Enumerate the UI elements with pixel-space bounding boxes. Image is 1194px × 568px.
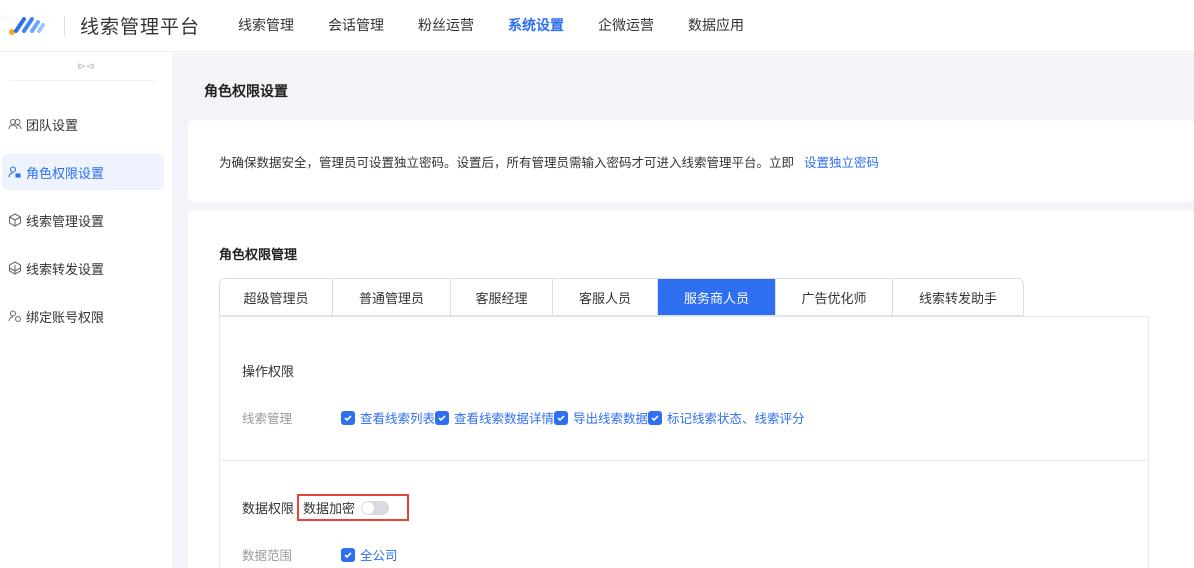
data-permission-label: 数据权限 (242, 502, 295, 517)
sidebar-item-bind-account-permission[interactable]: 绑定账号权限 (2, 298, 164, 334)
section-title: 角色权限管理 (219, 248, 298, 263)
collapse-sidebar-button[interactable]: ⧐⧏ (0, 53, 172, 81)
role-permission-icon (8, 165, 22, 179)
top-header: 线索管理平台 线索管理 会话管理 粉丝运营 系统设置 企微运营 数据应用 (0, 0, 1194, 52)
tab-cs-staff[interactable]: 客服人员 (553, 279, 658, 315)
checkbox-checked-icon (341, 410, 355, 425)
checkbox-checked-icon (648, 410, 663, 425)
forward-cube-icon (8, 261, 22, 275)
password-notice-card: 为确保数据安全，管理员可设置独立密码。设置后，所有管理员需输入密码才可进入线索管… (188, 120, 1194, 202)
data-permission-row: 数据权限 数据加密 (242, 494, 410, 521)
permission-panel: 操作权限 线索管理 查看线索列表 查看线索数据详情 导出线索数据 (219, 316, 1149, 568)
logo-icon (9, 17, 45, 35)
sidebar-item-label: 团队设置 (26, 118, 79, 134)
sidebar-item-clue-management-settings[interactable]: 线索管理设置 (2, 202, 164, 238)
tab-super-admin[interactable]: 超级管理员 (220, 279, 333, 315)
operation-permission-section: 操作权限 线索管理 查看线索列表 查看线索数据详情 导出线索数据 (220, 317, 1148, 461)
nav-system-settings[interactable]: 系统设置 (508, 18, 564, 34)
check-view-clue-detail[interactable]: 查看线索数据详情 (435, 408, 554, 427)
data-encrypt-toggle[interactable] (361, 500, 390, 515)
sidebar-item-label: 角色权限设置 (26, 166, 105, 182)
bind-account-icon (8, 309, 22, 323)
checkbox-checked-icon (341, 547, 355, 562)
check-mark-clue-status[interactable]: 标记线索状态、线索评分 (648, 408, 805, 427)
clue-management-row-label: 线索管理 (242, 411, 293, 426)
data-scope-checks: 全公司 (341, 545, 398, 564)
check-export-clue-data[interactable]: 导出线索数据 (554, 408, 648, 427)
nav-clue-management[interactable]: 线索管理 (238, 18, 294, 34)
nav-fan-operation[interactable]: 粉丝运营 (418, 18, 474, 34)
tab-service-provider[interactable]: 服务商人员 (658, 279, 776, 315)
toggle-knob (362, 501, 375, 514)
data-scope-label: 数据范围 (242, 548, 293, 563)
sidebar-divider (10, 80, 155, 81)
operation-permission-label: 操作权限 (242, 365, 295, 380)
checkbox-checked-icon (435, 410, 450, 425)
tab-clue-forward-assistant[interactable]: 线索转发助手 (918, 291, 997, 307)
logo-divider (64, 16, 65, 36)
page-title: 角色权限设置 (204, 84, 288, 100)
check-whole-company[interactable]: 全公司 (341, 545, 398, 564)
sidebar-item-role-permission[interactable]: 角色权限设置 (2, 154, 164, 190)
data-encrypt-label: 数据加密 (303, 502, 356, 517)
main-content: 角色权限设置 为确保数据安全，管理员可设置独立密码。设置后，所有管理员需输入密码… (172, 53, 1194, 568)
checkbox-checked-icon (554, 410, 569, 425)
check-view-clue-list[interactable]: 查看线索列表 (341, 408, 435, 427)
nav-data-application[interactable]: 数据应用 (688, 18, 744, 34)
sidebar-item-team-settings[interactable]: 团队设置 (2, 106, 164, 142)
nav-session-management[interactable]: 会话管理 (328, 18, 384, 34)
notice-text: 为确保数据安全，管理员可设置独立密码。设置后，所有管理员需输入密码才可进入线索管… (219, 152, 879, 171)
role-tabs: 超级管理员 普通管理员 客服经理 客服人员 服务商人员 广告优化师 线索转发助手 (219, 278, 1024, 316)
set-password-link[interactable]: 设置独立密码 (804, 155, 880, 170)
team-icon (8, 117, 22, 131)
app-title: 线索管理平台 (80, 16, 201, 38)
sidebar-item-clue-forward-settings[interactable]: 线索转发设置 (2, 250, 164, 286)
top-nav: 线索管理 会话管理 粉丝运营 系统设置 企微运营 数据应用 (238, 16, 778, 36)
cube-icon (8, 213, 22, 227)
data-encrypt-highlight: 数据加密 (297, 494, 410, 521)
collapse-icon: ⧐⧏ (77, 62, 95, 72)
sidebar-item-label: 线索转发设置 (26, 262, 105, 278)
sidebar-item-label: 线索管理设置 (26, 214, 105, 230)
clue-management-checks: 查看线索列表 查看线索数据详情 导出线索数据 标记线索状态、线索评分 (341, 408, 805, 427)
notice-message: 为确保数据安全，管理员可设置独立密码。设置后，所有管理员需输入密码才可进入线索管… (219, 155, 795, 170)
tab-cs-manager[interactable]: 客服经理 (451, 279, 553, 315)
sidebar-item-label: 绑定账号权限 (26, 310, 105, 326)
nav-wecom-operation[interactable]: 企微运营 (598, 18, 654, 34)
role-permission-card: 角色权限管理 超级管理员 普通管理员 客服经理 客服人员 服务商人员 广告优化师… (188, 210, 1194, 568)
sidebar: ⧐⧏ 团队设置 角色权限设置 线索管理设置 线索转发设置 绑定账号权限 (0, 53, 172, 568)
tab-normal-admin[interactable]: 普通管理员 (333, 279, 451, 315)
tab-ad-optimizer[interactable]: 广告优化师 (776, 279, 893, 315)
